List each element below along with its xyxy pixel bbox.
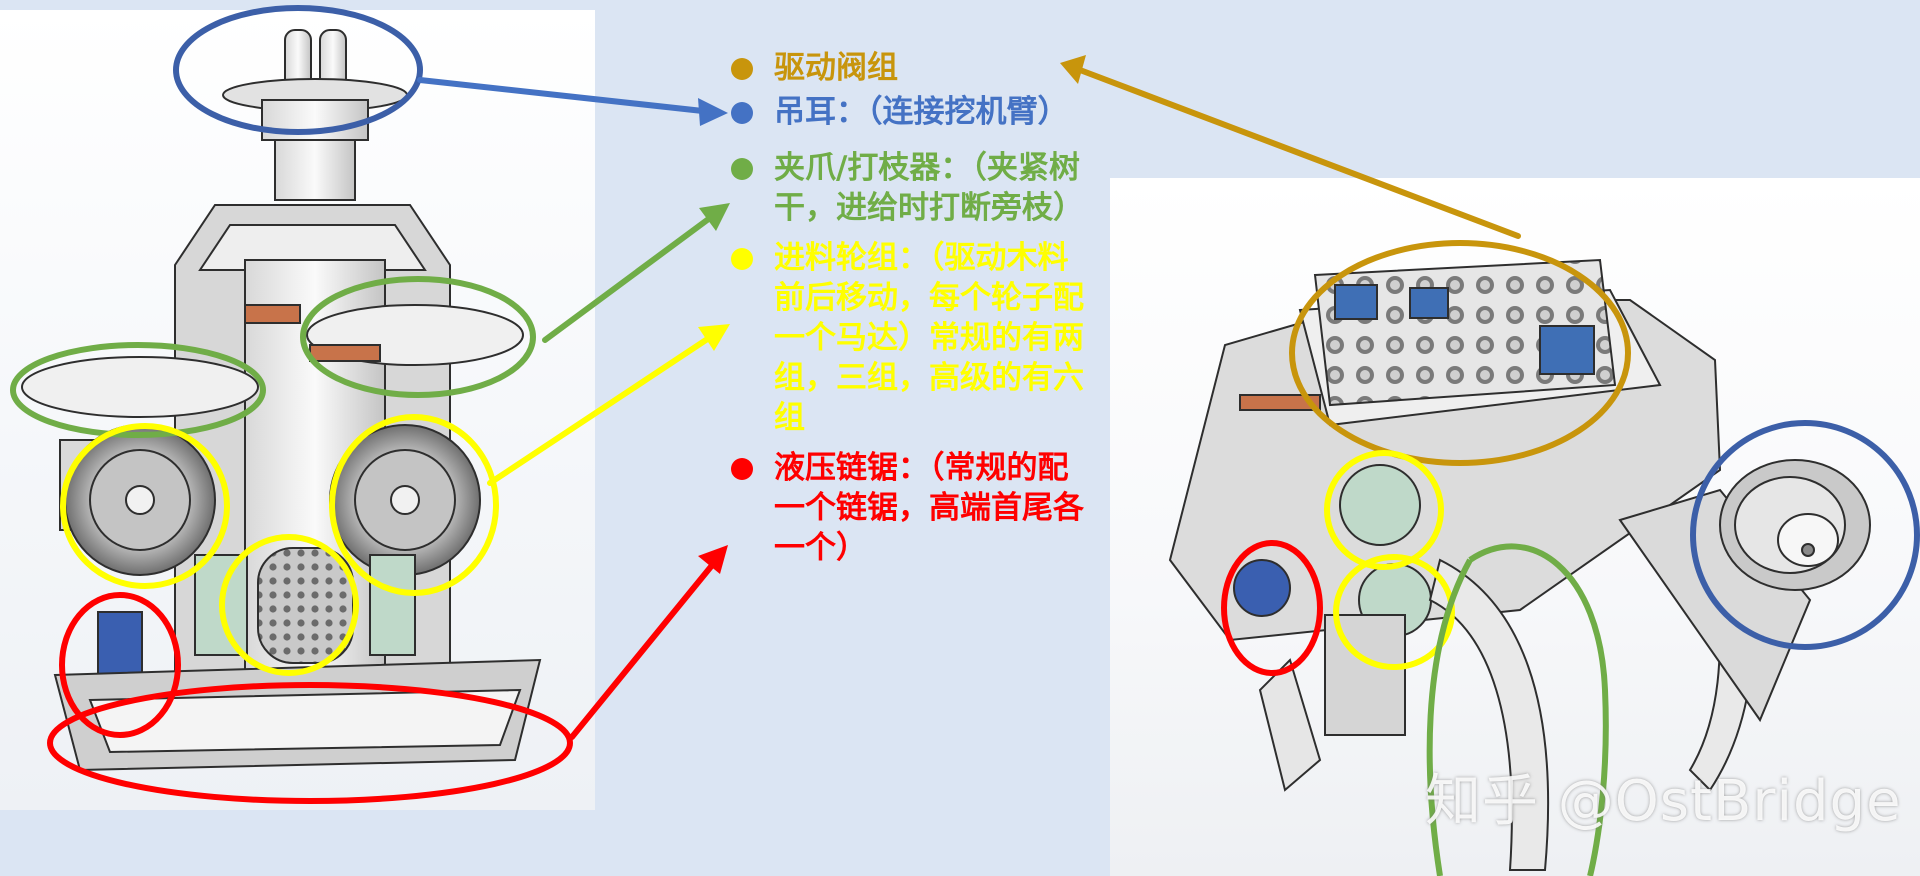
- bullet-dot-icon: [731, 158, 753, 180]
- green-clamp-outline-right: [300, 276, 536, 398]
- legend-item-chainsaw: 液压链锯：（常规的配一个链锯，高端首尾各一个）: [728, 448, 1088, 568]
- yellow-wheel-outline-right: [329, 414, 499, 596]
- legend-item-drive-valve: 驱动阀组: [728, 48, 1088, 88]
- yellow-wheel-outline-right-view-1: [1324, 450, 1444, 570]
- bullet-dot-icon: [731, 458, 753, 480]
- blue-lifting-eye-outline: [173, 5, 423, 135]
- legend-item-lifting-eye: 吊耳：（连接挖机臂）: [728, 92, 1088, 132]
- bullet-dot-icon: [731, 58, 753, 80]
- green-clamp-outline-right-view: [1426, 543, 1609, 876]
- gold-valve-outline: [1289, 240, 1631, 466]
- legend-label: 进料轮组：（驱动木料前后移动，每个轮子配一个马达）常规的有两组，三组，高级的有六…: [774, 240, 1084, 436]
- red-saw-outline-small: [59, 592, 181, 738]
- legend-item-clamp-delimber: 夹爪/打枝器：（夹紧树干，进给时打断旁枝）: [728, 148, 1088, 228]
- blue-lifting-eye-outline-right: [1690, 420, 1920, 650]
- bullet-dot-icon: [731, 102, 753, 124]
- legend-label: 夹爪/打枝器：（夹紧树干，进给时打断旁枝）: [774, 150, 1084, 226]
- legend-label: 液压链锯：（常规的配一个链锯，高端首尾各一个）: [774, 450, 1084, 566]
- left-machine-drawing: [21, 29, 542, 772]
- bullet-dot-icon: [731, 248, 753, 270]
- watermark: 知乎 @OstBridge: [1425, 769, 1902, 834]
- highlight-circles: [10, 5, 1920, 876]
- yellow-wheel-outline-center: [219, 534, 359, 676]
- red-saw-outline-right: [1221, 540, 1323, 676]
- legend-item-feed-wheels: 进料轮组：（驱动木料前后移动，每个轮子配一个马达）常规的有两组，三组，高级的有六…: [728, 238, 1088, 438]
- legend-label: 吊耳：（连接挖机臂）: [774, 94, 1069, 130]
- yellow-wheel-outline-left: [60, 423, 230, 589]
- pointer-arrows: [417, 55, 1521, 740]
- red-saw-outline-large: [47, 682, 573, 804]
- legend-label: 驱动阀组: [774, 50, 898, 86]
- green-clamp-outline-left: [10, 342, 266, 438]
- yellow-wheel-outline-right-view-2: [1333, 554, 1455, 670]
- component-legend: 驱动阀组 吊耳：（连接挖机臂） 夹爪/打枝器：（夹紧树干，进给时打断旁枝） 进料…: [728, 48, 1088, 568]
